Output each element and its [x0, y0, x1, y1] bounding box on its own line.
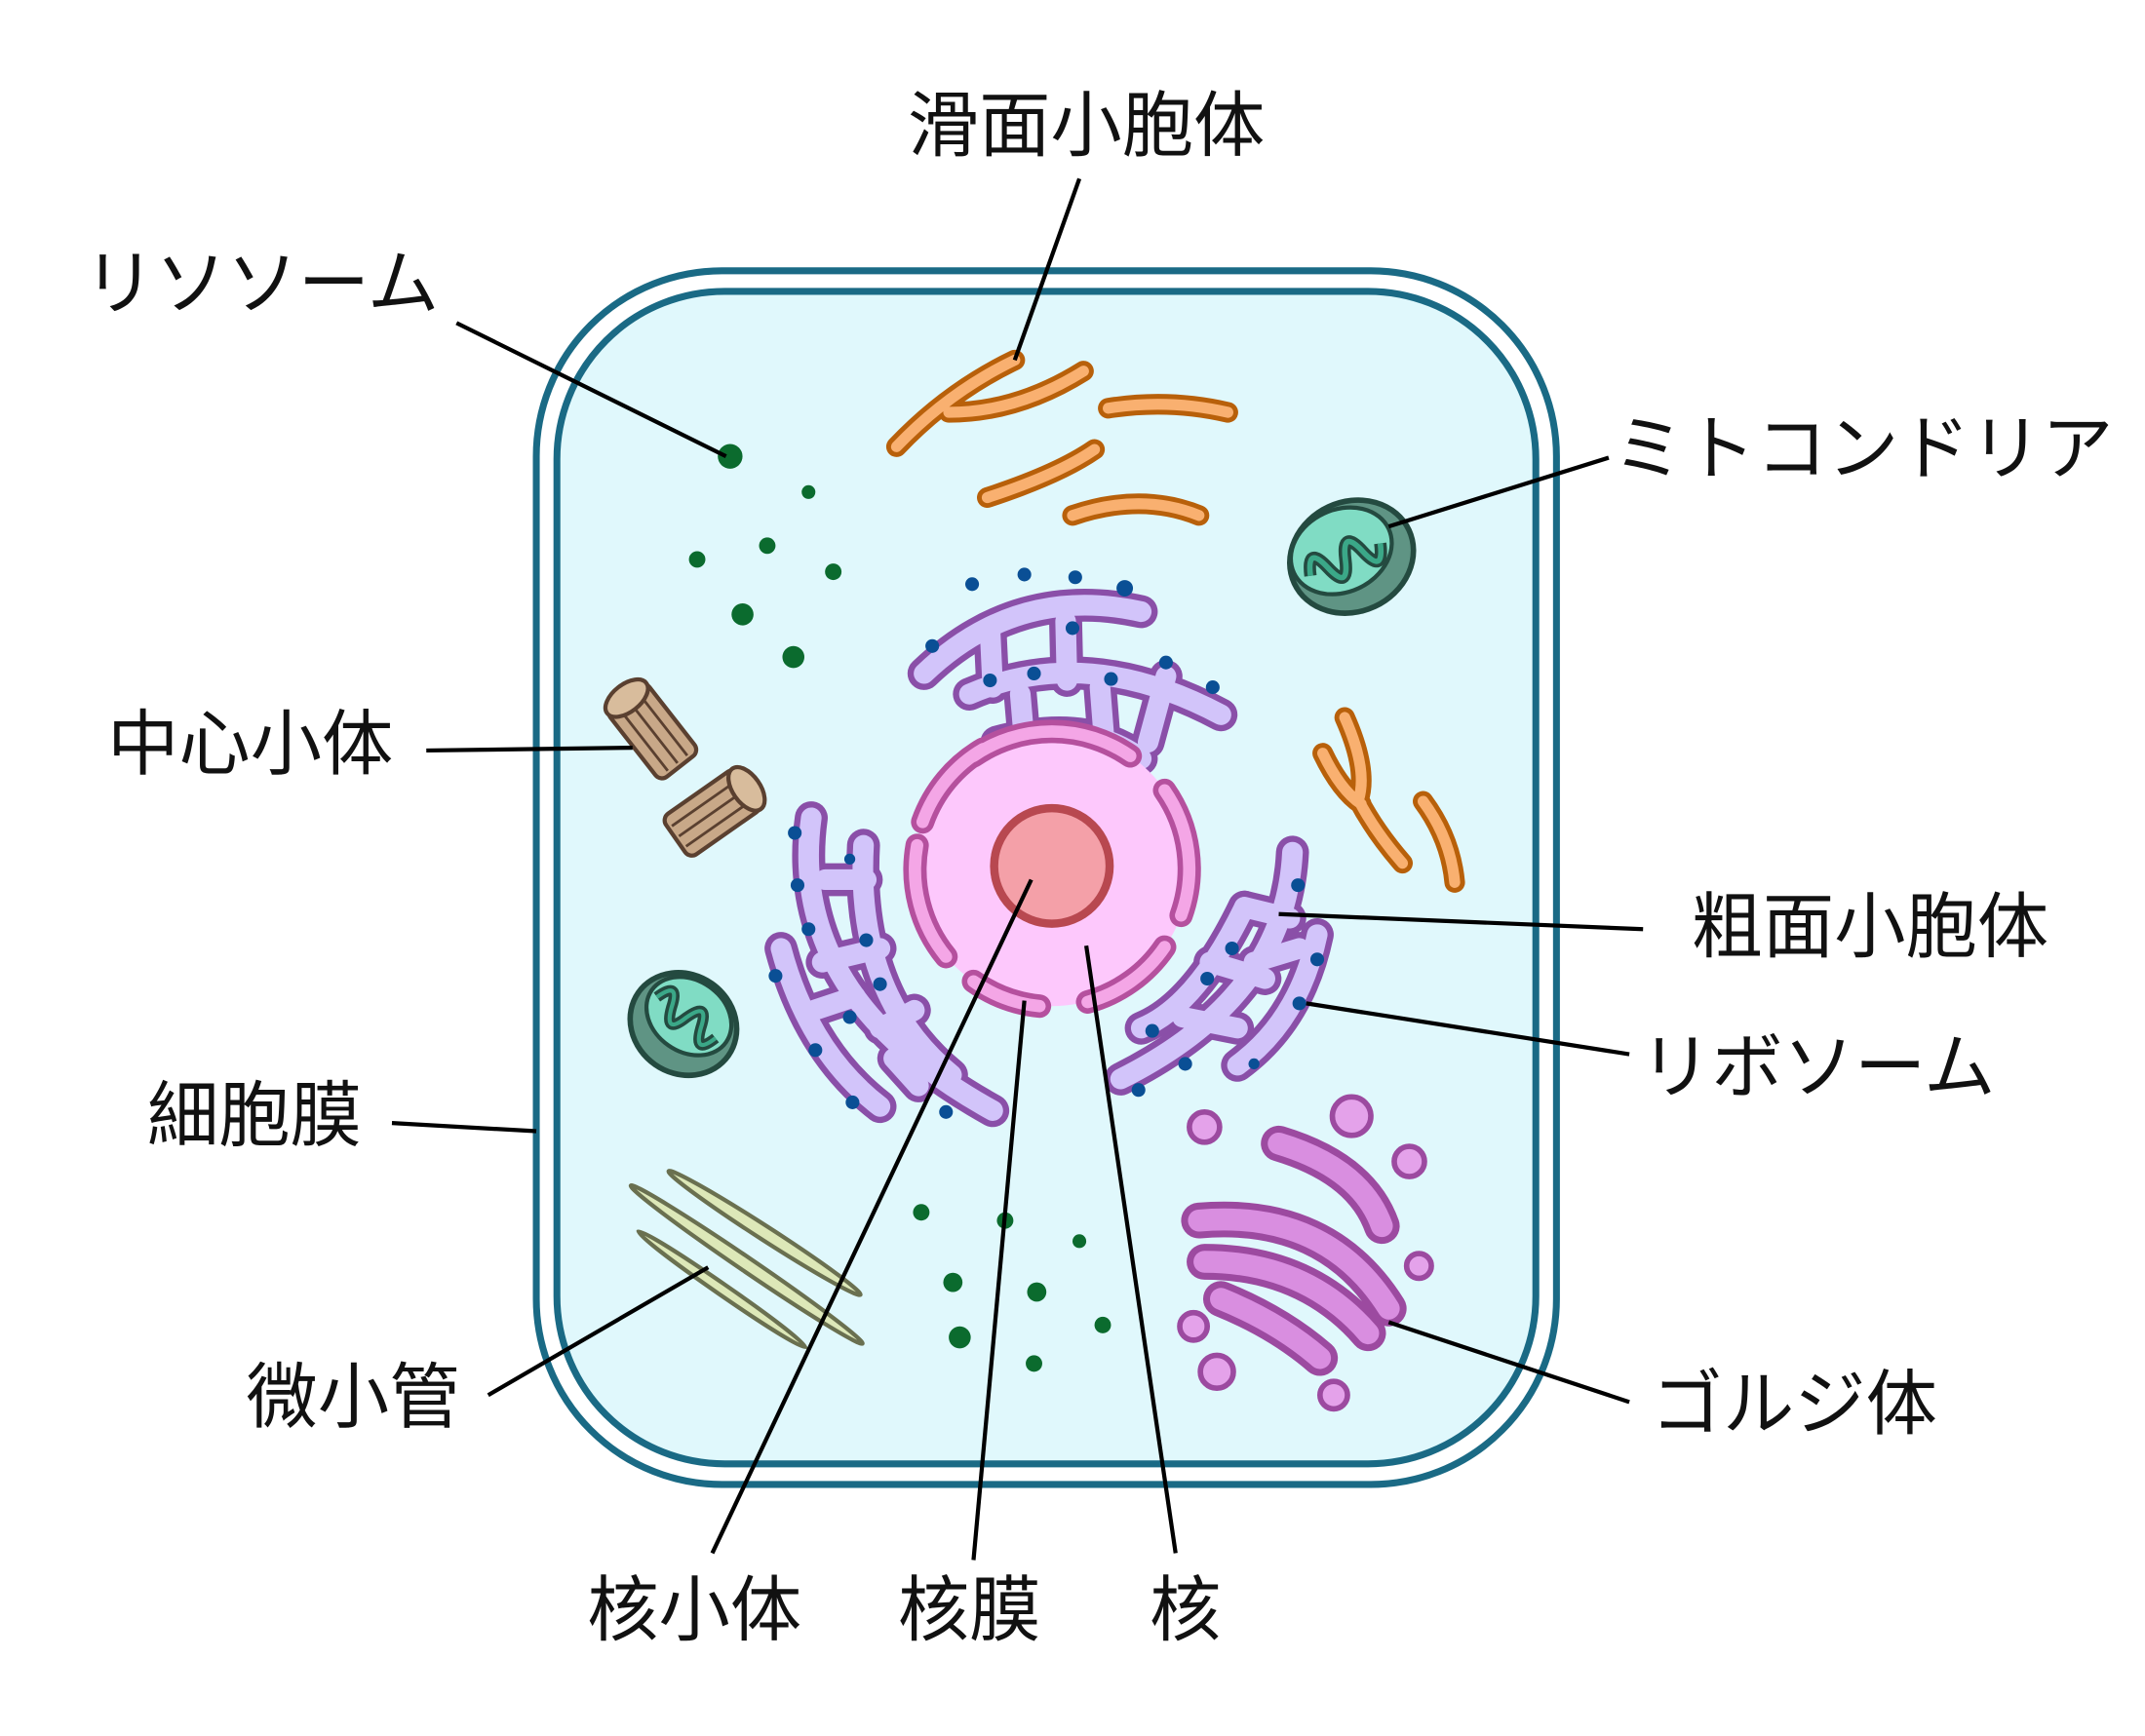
microtubules	[628, 1169, 865, 1350]
lysosomes	[688, 444, 1112, 1372]
label-centriole: 中心小体	[107, 704, 393, 787]
centrioles	[603, 676, 767, 858]
label-ribosome: リボソーム	[1640, 1026, 1995, 1109]
label-mitochondria: ミトコンドリア	[1613, 407, 2113, 490]
mitochondrion-left	[627, 970, 740, 1079]
label-microtubule: 微小管	[247, 1356, 461, 1439]
label-lysosome: リソソーム	[84, 243, 439, 326]
nucleus	[915, 731, 1190, 1006]
ribosomes	[768, 567, 1325, 1119]
nucleolus	[990, 803, 1114, 928]
label-nucleus: 核	[1150, 1569, 1221, 1652]
label-cell-membrane: 細胞膜	[147, 1074, 362, 1157]
label-golgi: ゴルジ体	[1652, 1363, 1937, 1446]
leader-lines	[391, 177, 1644, 1561]
golgi-apparatus	[1177, 1094, 1434, 1412]
label-nucleolus: 核小体	[587, 1569, 801, 1652]
label-nuclear-envelope: 核膜	[898, 1569, 1041, 1652]
label-smooth-er: 滑面小胞体	[908, 85, 1266, 168]
mitochondrion-right	[1286, 497, 1417, 616]
label-rough-er: 粗面小胞体	[1692, 886, 2049, 969]
